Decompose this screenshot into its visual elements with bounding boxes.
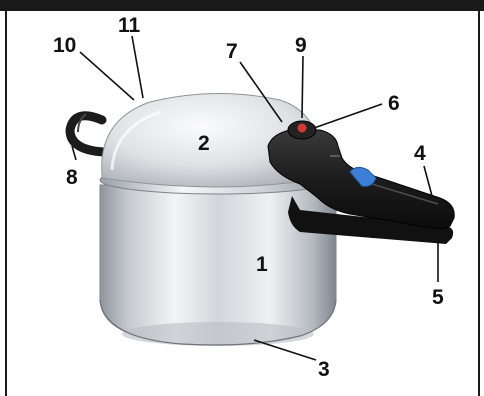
pot-body bbox=[100, 185, 336, 346]
long-handle bbox=[268, 121, 454, 244]
label-10: 10 bbox=[53, 34, 76, 57]
label-4: 4 bbox=[414, 142, 426, 165]
side-handle bbox=[70, 114, 104, 152]
label-5: 5 bbox=[432, 286, 444, 309]
label-2: 2 bbox=[198, 132, 210, 155]
label-7: 7 bbox=[226, 40, 238, 63]
label-6: 6 bbox=[388, 92, 400, 115]
label-9: 9 bbox=[295, 34, 307, 57]
label-3: 3 bbox=[318, 358, 330, 381]
pressure-indicator-icon bbox=[298, 124, 307, 133]
label-1: 1 bbox=[256, 253, 268, 276]
label-8: 8 bbox=[66, 166, 78, 189]
label-11: 11 bbox=[118, 14, 141, 37]
